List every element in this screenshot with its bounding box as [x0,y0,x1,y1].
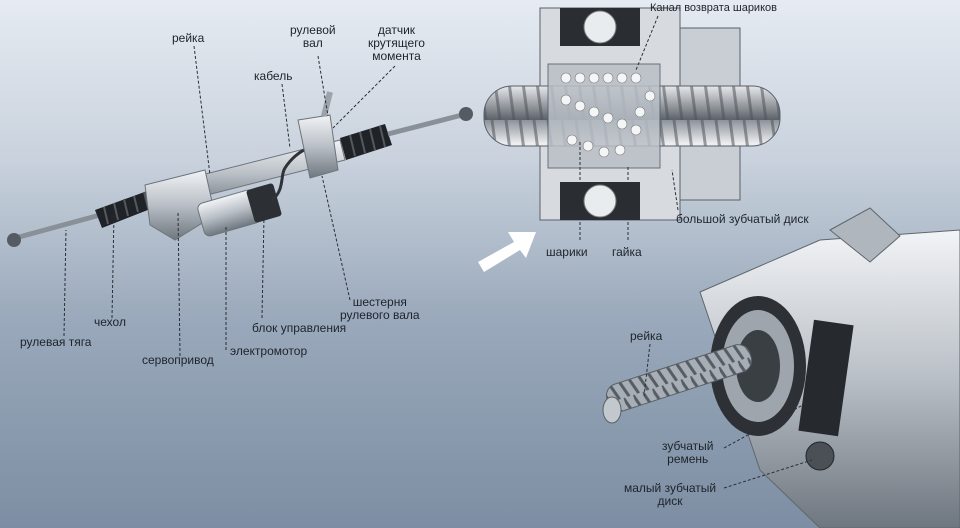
tie-rod-end-right [459,107,473,121]
label-tie-rod: рулевая тяга [20,335,92,349]
label-servo: сервопривод [142,353,214,367]
label-pinion: шестерня рулевого вала [340,295,420,322]
label-cable: кабель [254,69,293,83]
ball-screw-section [483,7,781,221]
label-control-unit: блок управления [252,321,347,335]
belt-drive-closeup [602,207,960,528]
label-rack-bottom: рейка [630,329,663,343]
small-gear [805,441,835,471]
label-big-gear: большой зубчатый диск [676,212,809,226]
tie-rod-end-left [7,233,21,247]
label-boot: чехол [94,315,126,329]
label-ball-return: Канал возврата шариков [650,2,777,14]
label-steering-shaft: рулевой вал [290,23,336,50]
label-rack-top: рейка [172,31,205,45]
leader-lines [63,15,813,489]
control-unit-box [246,183,282,223]
rack-screw-end [602,396,622,424]
label-toothed-belt: зубчатый ремень [662,439,714,466]
label-balls: шарики [546,245,588,259]
servo-housing [144,169,216,241]
ball-chain [560,72,656,158]
tie-rod-left [7,212,101,243]
pinion-housing [297,114,339,179]
cable [270,146,311,202]
steering-shaft [321,91,333,117]
bearing-ball-top [583,10,617,44]
label-torque-sensor: датчик крутящего момента [368,23,425,63]
tie-rod-right [387,111,467,137]
bearing-ball-bottom [583,184,617,218]
toothed-belt [798,319,854,437]
label-nut: гайка [612,245,642,259]
label-electromotor: электромотор [230,344,308,358]
label-small-gear: малый зубчатый диск [624,481,717,508]
direction-arrow [478,232,536,272]
steering-rack-assembly [7,91,473,247]
